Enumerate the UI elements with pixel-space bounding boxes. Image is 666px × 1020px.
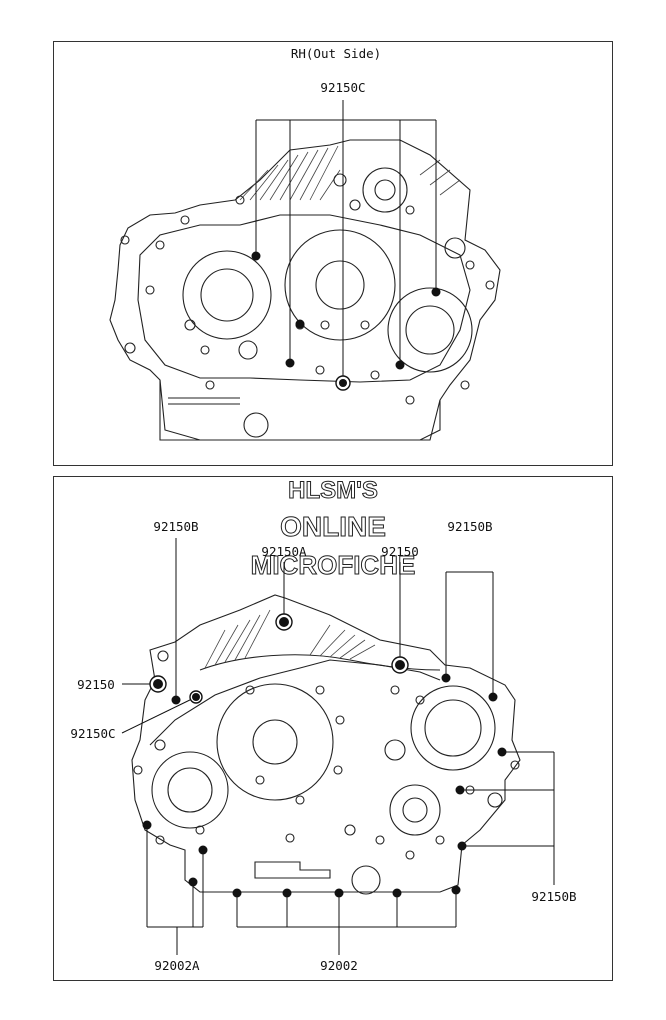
label-92150-left[interactable]: 92150 xyxy=(77,677,115,692)
label-92150-center[interactable]: 92150 xyxy=(381,544,419,559)
label-92150b-left[interactable]: 92150B xyxy=(153,519,198,534)
label-92150b-right-bottom[interactable]: 92150B xyxy=(531,889,576,904)
label-92150a[interactable]: 92150A xyxy=(261,544,307,559)
watermark: HLSM'S ONLINE MICROFICHE xyxy=(250,477,416,581)
top-bolt-markers xyxy=(251,251,441,391)
label-92150b-right-top[interactable]: 92150B xyxy=(447,519,492,534)
top-leader-lines xyxy=(255,100,437,383)
top-crankcase-drawing xyxy=(109,139,501,441)
top-diagram-panel xyxy=(53,41,613,466)
watermark-line-3: MICROFICHE xyxy=(251,550,416,580)
label-92002a[interactable]: 92002A xyxy=(154,958,200,973)
label-92150c-left[interactable]: 92150C xyxy=(70,726,115,741)
watermark-line-2: ONLINE xyxy=(280,511,386,542)
label-92150c-top[interactable]: 92150C xyxy=(320,80,365,95)
top-panel-title: RH(Out Side) xyxy=(291,46,381,61)
label-92002[interactable]: 92002 xyxy=(320,958,358,973)
bottom-diagram-panel xyxy=(53,476,613,981)
watermark-line-1: HLSM'S xyxy=(288,477,378,504)
bottom-leader-lines xyxy=(121,538,555,955)
bottom-bolt-markers xyxy=(142,613,507,898)
